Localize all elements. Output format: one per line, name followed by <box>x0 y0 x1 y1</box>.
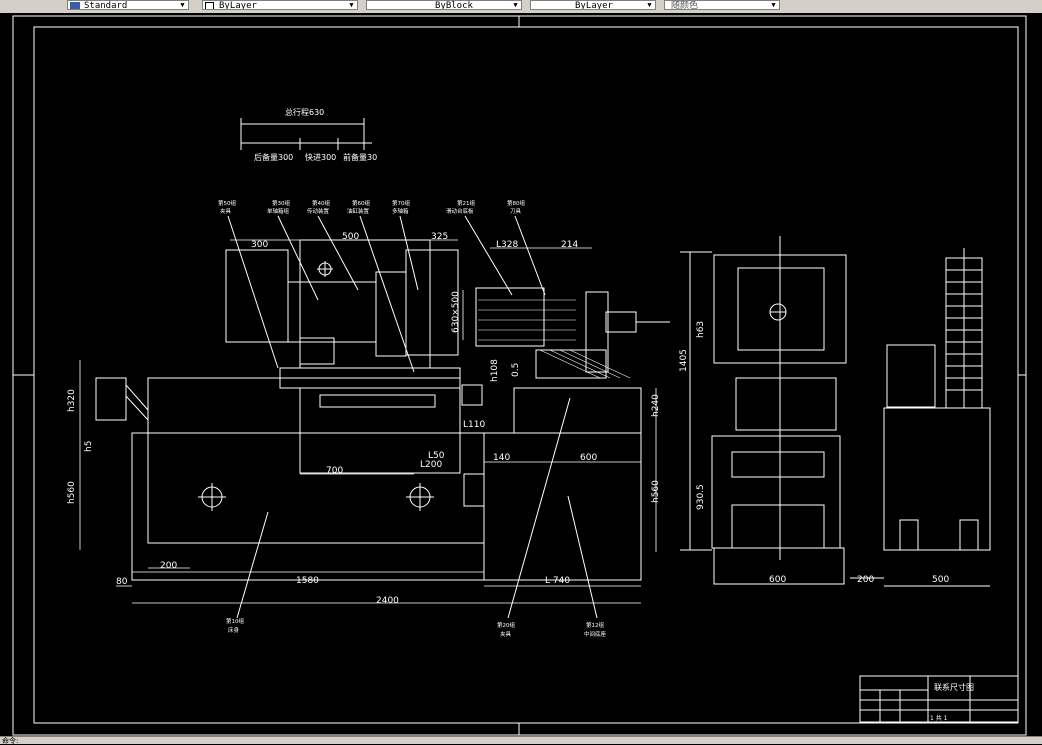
dim-text: 1405 <box>679 349 689 372</box>
chevron-down-icon[interactable]: ▼ <box>647 1 652 9</box>
fast-label: 快进300 <box>305 152 336 162</box>
callout-no: 第20组 <box>497 621 515 629</box>
dim-text: 0.5 <box>511 363 521 377</box>
dim-text: 80 <box>116 577 128 587</box>
callout-no: 第10组 <box>226 617 244 625</box>
color-value: ByLayer <box>219 1 257 10</box>
dim-text: 500 <box>932 575 949 585</box>
callout-no: 第80组 <box>507 199 525 207</box>
dim-text: 1580 <box>296 576 319 586</box>
callout-no: 第30组 <box>272 199 290 207</box>
callout-name: 刀具 <box>510 208 522 215</box>
callout-labels: 第50组 夹具 第30组 单轴箱组 第40组 传动装置 第60组 油缸装置 第7… <box>218 199 607 638</box>
dim-text: 214 <box>561 240 578 250</box>
lineweight-combo[interactable]: ByLayer ▼ <box>530 0 656 10</box>
frame-center-marks <box>13 16 1026 735</box>
rear-label: 后备量300 <box>254 152 293 162</box>
side-view <box>680 236 847 585</box>
dim-text: 2400 <box>376 596 399 606</box>
dim-text: 200 <box>160 561 177 571</box>
front-label: 前备量30 <box>343 152 377 162</box>
dim-text: h560 <box>651 480 661 503</box>
callout-no: 第21组 <box>457 199 475 207</box>
callout-name: 床身 <box>228 626 240 634</box>
command-line[interactable]: 命令: <box>0 736 1042 745</box>
callout-name: 滑动台底板 <box>446 207 474 215</box>
plot-style-combo[interactable]: 随颜色 ▼ <box>664 0 780 10</box>
front-dimension-lines <box>79 239 657 604</box>
dim-text: h63 <box>696 321 706 338</box>
callout-name: 夹具 <box>220 207 232 215</box>
dim-text: 140 <box>493 453 510 463</box>
plot-style-value: 随颜色 <box>671 1 699 10</box>
callout-name: 多轴箱 <box>392 207 409 215</box>
text-style-icon <box>70 2 80 9</box>
callout-name: 中间底座 <box>584 630 607 638</box>
callout-name: 传动装置 <box>307 207 330 215</box>
leader-lines <box>227 215 598 619</box>
callout-name: 油缸装置 <box>347 207 370 215</box>
stroke-dimension-diagram: 总行程630 后备量300 快进300 前备量30 <box>240 107 377 162</box>
hydraulic-unit-view <box>850 248 991 587</box>
callout-name: 单轴箱组 <box>267 207 290 215</box>
callout-no: 第60组 <box>352 199 370 207</box>
dim-text: L50 <box>428 451 445 461</box>
dim-text: 700 <box>326 466 343 476</box>
callout-no: 第40组 <box>312 199 330 207</box>
dim-text: 600 <box>580 453 597 463</box>
callout-no: 第50组 <box>218 199 236 207</box>
title-block-title: 联系尺寸图 <box>934 682 974 692</box>
dim-text: 500 <box>342 232 359 242</box>
dim-text: L328 <box>496 240 518 250</box>
properties-toolbar: Standard ▼ ByLayer ▼ ByBlock ▼ ByLayer ▼… <box>0 0 1042 14</box>
drawing-canvas[interactable]: 总行程630 后备量300 快进300 前备量30 第50组 夹具 第30组 单… <box>0 13 1042 736</box>
total-stroke-label: 总行程630 <box>285 107 324 117</box>
dim-text: 930.5 <box>696 484 706 510</box>
dim-text: 600 <box>769 575 786 585</box>
dim-text: h5 <box>84 441 94 452</box>
front-dimension-texts: 300 500 325 L328 214 630×500 h108 0.5 h3… <box>67 232 661 606</box>
dim-text: 325 <box>431 232 448 242</box>
chevron-down-icon[interactable]: ▼ <box>180 1 185 9</box>
title-block: 联系尺寸图 1 共 1 <box>859 675 1019 723</box>
callout-name: 夹具 <box>500 630 512 638</box>
dim-text: L110 <box>463 420 485 430</box>
dim-text: 630×500 <box>451 291 461 333</box>
command-prompt: 命令: <box>2 737 19 745</box>
linetype-value: ByBlock <box>435 1 473 10</box>
dim-text: h108 <box>490 359 500 382</box>
inner-frame <box>33 26 1019 724</box>
text-style-combo[interactable]: Standard ▼ <box>67 0 189 10</box>
chevron-down-icon[interactable]: ▼ <box>771 1 776 9</box>
dim-text: L200 <box>420 460 442 470</box>
side-dimension-texts: 1405 h63 930.5 600 200 500 <box>679 321 949 585</box>
dim-text: h240 <box>651 394 661 417</box>
chevron-down-icon[interactable]: ▼ <box>349 1 354 9</box>
dim-text: L 740 <box>545 576 570 586</box>
color-swatch-icon <box>205 2 214 9</box>
dim-text: 200 <box>857 575 874 585</box>
dim-text: 300 <box>251 240 268 250</box>
chevron-down-icon[interactable]: ▼ <box>513 1 518 9</box>
lineweight-value: ByLayer <box>575 1 613 10</box>
text-style-value: Standard <box>84 1 128 10</box>
callout-no: 第12组 <box>586 621 604 629</box>
dim-text: h560 <box>67 481 77 504</box>
linetype-combo[interactable]: ByBlock ▼ <box>366 0 522 10</box>
color-combo[interactable]: ByLayer ▼ <box>202 0 358 10</box>
front-view <box>95 239 670 581</box>
title-block-sheet: 1 共 1 <box>930 714 948 722</box>
callout-no: 第70组 <box>392 199 410 207</box>
dim-text: h320 <box>67 389 77 412</box>
